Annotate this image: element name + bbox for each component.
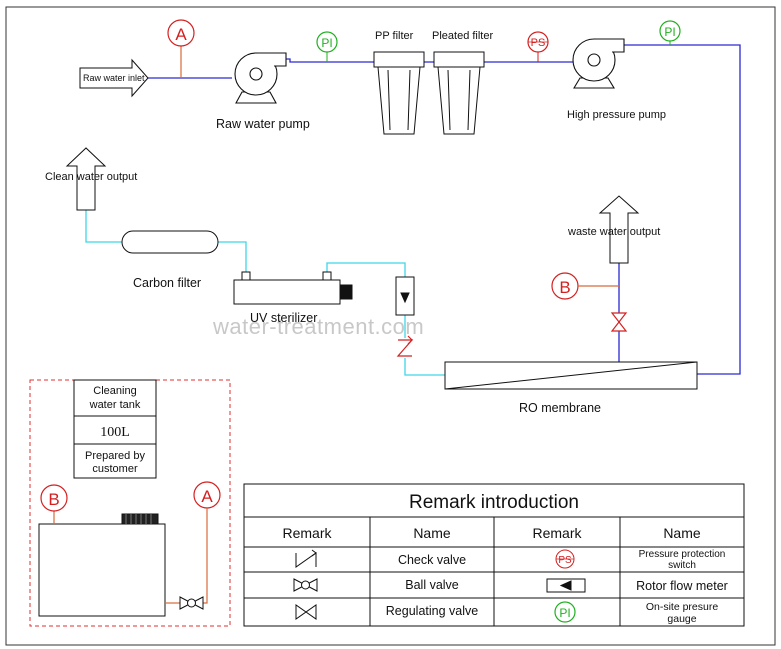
diagram-frame: [5, 6, 776, 646]
ammeter-raw-pump: A: [167, 19, 195, 78]
pp-filter: [373, 51, 425, 135]
ball-valve-tank: [179, 596, 204, 610]
high-pressure-pump: [572, 38, 625, 89]
cleaning-tank: [38, 513, 166, 617]
legend-pressure-switch-icon: PS: [555, 549, 575, 569]
point-b-waste-label: B: [559, 278, 570, 297]
rotor-flow-meter: [395, 276, 415, 316]
raw-water-pump-label: Raw water pump: [216, 117, 310, 131]
remark-table: [243, 483, 745, 627]
legend-pressure-gauge-name-1: On-site presure: [646, 601, 719, 613]
legend-check-valve-icon: [295, 549, 317, 568]
cleaning-tank-label-2: water tank: [89, 399, 141, 411]
pressure-gauge-1-label: PI: [321, 36, 332, 50]
point-b-tank-label: B: [48, 490, 59, 509]
legend-ball-valve-icon: [293, 578, 318, 592]
ro-membrane: [444, 361, 698, 390]
ammeter-raw-label: A: [175, 25, 187, 44]
clean-water-output-arrow: [65, 147, 107, 211]
pressure-protection-switch: PS: [527, 31, 549, 62]
legend-pressure-gauge-icon: PI: [554, 601, 576, 623]
legend-ball-valve-name: Ball valve: [405, 578, 459, 592]
clean-water-output-label: Clean water output: [45, 171, 137, 183]
check-valve-product: [396, 335, 414, 357]
legend-pressure-gauge-label: PI: [559, 606, 570, 620]
pressure-switch-label: PS: [531, 37, 546, 49]
legend-check-valve-name: Check valve: [398, 553, 466, 567]
raw-water-inlet-label: Raw water inlet: [83, 73, 145, 83]
cleaning-tank-volume: 100L: [100, 425, 130, 440]
uv-sterilizer-label: UV sterilizer: [250, 311, 317, 325]
legend-regulating-valve-name: Regulating valve: [386, 604, 478, 618]
legend-pressure-switch-name-1: Pressure protection: [639, 549, 726, 560]
remark-header-4: Name: [663, 525, 701, 541]
waste-water-output-arrow: [598, 195, 640, 264]
carbon-filter: [121, 230, 219, 254]
cleaning-tank-label-1: Cleaning: [93, 385, 136, 397]
waste-water-output-label: waste water output: [567, 226, 660, 238]
legend-regulating-valve-icon: [295, 604, 317, 620]
pressure-gauge-2-label: PI: [664, 25, 675, 39]
pressure-gauge-1: PI: [316, 31, 338, 62]
ammeter-tank: A: [193, 481, 221, 604]
legend-pressure-gauge-name-2: gauge: [667, 613, 696, 625]
carbon-filter-label: Carbon filter: [133, 276, 201, 290]
legend-rotor-flow-meter-icon: [546, 578, 586, 593]
ammeter-tank-label: A: [201, 487, 213, 506]
raw-water-pump: [234, 52, 287, 104]
pleated-filter-label: Pleated filter: [432, 30, 493, 42]
raw-water-inlet-arrow: Raw water inlet: [79, 58, 149, 98]
remark-table-title: Remark introduction: [409, 492, 579, 513]
ro-membrane-label: RO membrane: [519, 401, 601, 415]
point-b-waste: B: [551, 272, 619, 300]
uv-sterilizer: [233, 271, 353, 305]
high-pressure-pump-label: High pressure pump: [567, 109, 666, 121]
remark-header-2: Name: [413, 525, 451, 541]
legend-rotor-flow-meter-name: Rotor flow meter: [636, 579, 728, 593]
pp-filter-label: PP filter: [375, 30, 414, 42]
remark-header-1: Remark: [282, 525, 332, 541]
remark-header-3: Remark: [532, 525, 582, 541]
pleated-filter: [433, 51, 485, 135]
point-b-tank: B: [40, 484, 68, 524]
legend-pressure-switch-name-2: switch: [668, 560, 696, 571]
regulating-valve-waste: [610, 312, 628, 332]
pressure-gauge-2: PI: [659, 20, 681, 45]
cleaning-info-table: [73, 379, 157, 479]
prepared-by-2: customer: [92, 463, 138, 475]
prepared-by-1: Prepared by: [85, 450, 145, 462]
legend-pressure-switch-label: PS: [558, 555, 572, 566]
watermark-text: water-treatment.com: [212, 314, 424, 339]
blue-pipe-network: [148, 44, 741, 375]
